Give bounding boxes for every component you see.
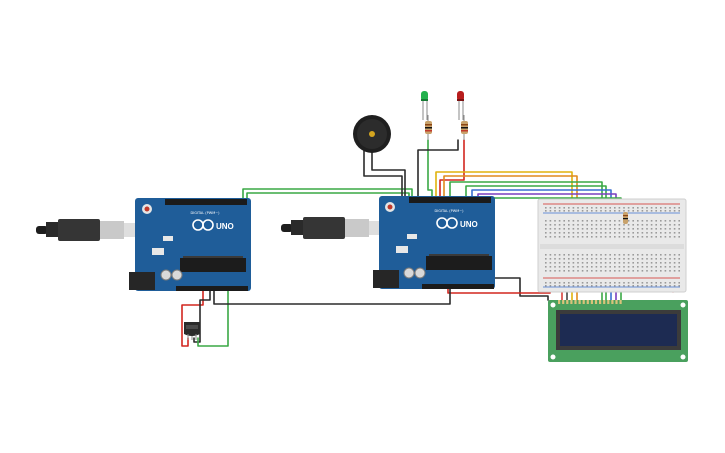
breadboard-holes <box>545 207 680 287</box>
red-led-icon[interactable] <box>457 91 464 120</box>
breadboard[interactable] <box>537 198 687 293</box>
lcd-display[interactable] <box>548 300 688 362</box>
board-2-brand: UNO <box>460 220 478 229</box>
board-2-pin-label: DIGITAL (PWM~) <box>434 209 464 213</box>
arduino-uno-board-2[interactable]: DIGITAL (PWM~) UNO <box>373 196 495 289</box>
arduino-uno-board-1[interactable]: DIGITAL (PWM~) UNO <box>129 198 251 291</box>
wire-black-led[interactable] <box>417 139 459 202</box>
wire-red-led[interactable] <box>439 139 465 202</box>
wire-green-sensor[interactable] <box>197 289 229 347</box>
wire-red-sensor[interactable] <box>181 289 204 347</box>
wire-black-sensor[interactable] <box>193 289 211 343</box>
lcd-header-pins <box>558 300 622 304</box>
wire-black-ground-link[interactable] <box>213 286 451 305</box>
resistor-icon[interactable] <box>623 212 628 224</box>
wire-black-buzzer-2[interactable] <box>371 151 406 202</box>
temperature-sensor-icon[interactable] <box>184 322 200 340</box>
resistor-icon[interactable] <box>425 115 432 140</box>
wire-black-buzzer[interactable] <box>363 149 403 202</box>
green-led-icon[interactable] <box>421 91 428 120</box>
piezo-buzzer-icon[interactable] <box>353 115 391 153</box>
board-1-brand: UNO <box>216 222 234 231</box>
usb-plug-icon <box>281 217 381 239</box>
usb-plug-icon <box>36 219 136 241</box>
wire-green-board-link-a[interactable] <box>242 188 413 203</box>
resistor-icon[interactable] <box>461 115 468 140</box>
board-1-pin-label: DIGITAL (PWM~) <box>190 211 220 215</box>
wire-green-led[interactable] <box>427 139 433 202</box>
